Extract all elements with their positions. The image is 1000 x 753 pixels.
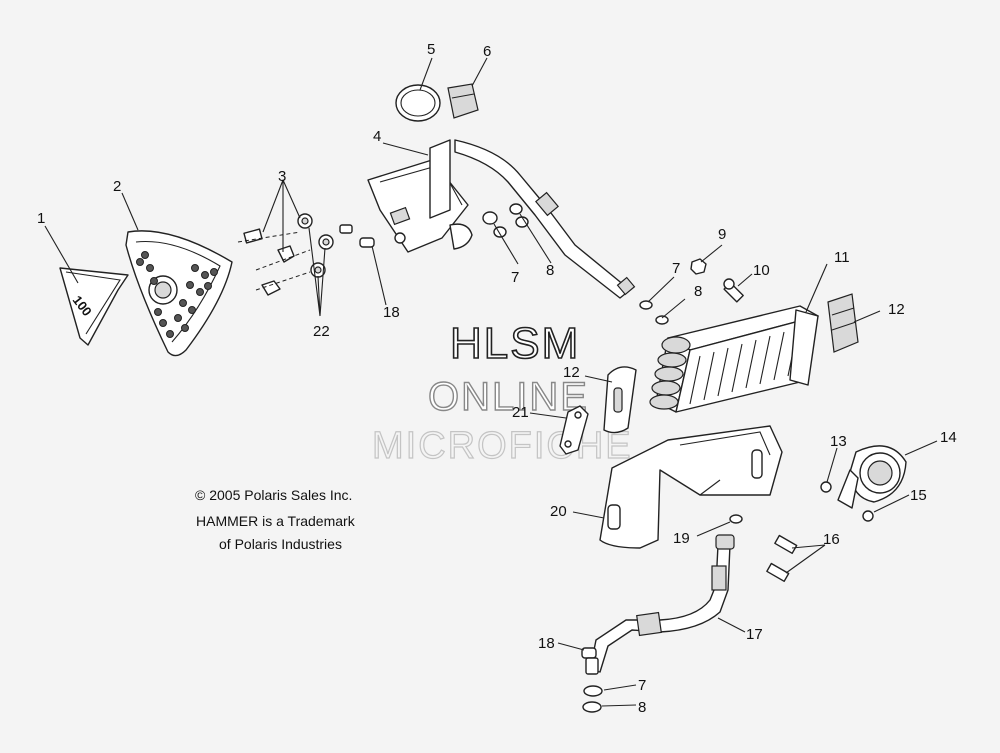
callout-12-left: 12 bbox=[563, 364, 580, 381]
callout-8-lower: 8 bbox=[638, 699, 646, 716]
watermark-line-1: HLSM bbox=[450, 319, 580, 368]
callout-5: 5 bbox=[427, 41, 435, 58]
part-11-oil-cooler bbox=[649, 305, 819, 413]
part-6-grommet bbox=[447, 83, 479, 119]
callout-11: 11 bbox=[834, 249, 850, 266]
part-18-fitting-lower bbox=[581, 647, 599, 675]
part-17-lower-hose bbox=[589, 534, 735, 673]
callout-1: 1 bbox=[37, 210, 45, 227]
leader-lines bbox=[44, 57, 938, 707]
part-21-link bbox=[559, 405, 589, 455]
callout-7-upper: 7 bbox=[511, 269, 519, 286]
part-12-pad-right bbox=[827, 293, 859, 353]
oil-hose-upper bbox=[454, 139, 636, 299]
part-3-sockets bbox=[237, 228, 311, 296]
washers-lower bbox=[582, 685, 603, 713]
callout-18-upper: 18 bbox=[383, 304, 400, 321]
callout-8-mid: 8 bbox=[694, 283, 702, 300]
part-5-clamp bbox=[395, 84, 441, 122]
callout-3: 3 bbox=[278, 168, 286, 185]
part-16-bolts bbox=[766, 534, 798, 583]
callout-7-mid: 7 bbox=[672, 260, 680, 277]
part-1-emblem: 100 bbox=[59, 267, 129, 346]
part-9-nut bbox=[690, 258, 707, 275]
callout-12-right: 12 bbox=[888, 301, 905, 318]
part-4-bracket bbox=[367, 139, 473, 253]
copyright-block: © 2005 Polaris Sales Inc. HAMMER is a Tr… bbox=[195, 487, 356, 552]
callout-13: 13 bbox=[830, 433, 847, 450]
part-20-mount-bracket bbox=[599, 425, 783, 549]
watermark: HLSM ONLINE MICROFICHE bbox=[371, 318, 633, 467]
part-13-nut bbox=[820, 481, 832, 493]
washers-mid bbox=[639, 300, 669, 325]
copyright-line-2: HAMMER is a Trademark bbox=[196, 513, 356, 529]
callout-7-lower: 7 bbox=[638, 677, 646, 694]
callout-2: 2 bbox=[113, 178, 121, 195]
part-18-fitting-upper bbox=[359, 237, 375, 248]
callout-16: 16 bbox=[823, 531, 840, 548]
callout-10: 10 bbox=[753, 262, 770, 279]
washers-upper bbox=[482, 203, 529, 238]
watermark-line-3: MICROFICHE bbox=[372, 425, 633, 467]
callout-17: 17 bbox=[746, 626, 763, 643]
callout-18-lower: 18 bbox=[538, 635, 555, 652]
callout-14: 14 bbox=[940, 429, 957, 446]
part-10-bolt bbox=[723, 278, 744, 303]
callout-15: 15 bbox=[910, 487, 927, 504]
part-12-pad-left bbox=[603, 366, 637, 434]
part-15-nut bbox=[862, 510, 874, 522]
callout-20: 20 bbox=[550, 503, 567, 520]
part-19-washer bbox=[729, 514, 743, 524]
watermark-line-2: ONLINE bbox=[428, 375, 589, 419]
callout-22: 22 bbox=[313, 323, 330, 340]
part-14-horn bbox=[837, 445, 907, 509]
callout-8-upper: 8 bbox=[546, 262, 554, 279]
callout-6: 6 bbox=[483, 43, 491, 60]
copyright-line-1: © 2005 Polaris Sales Inc. bbox=[195, 487, 352, 503]
part-22-bulbs bbox=[297, 213, 353, 278]
callout-labels: 1 2 3 4 5 6 7 8 9 7 10 11 8 12 12 18 22 … bbox=[37, 41, 957, 716]
callout-9: 9 bbox=[718, 226, 726, 243]
callout-19: 19 bbox=[673, 530, 690, 547]
callout-4: 4 bbox=[373, 128, 381, 145]
copyright-line-3: of Polaris Industries bbox=[219, 536, 342, 552]
part-2-headlight-cover bbox=[125, 230, 233, 357]
callout-21: 21 bbox=[512, 404, 529, 421]
